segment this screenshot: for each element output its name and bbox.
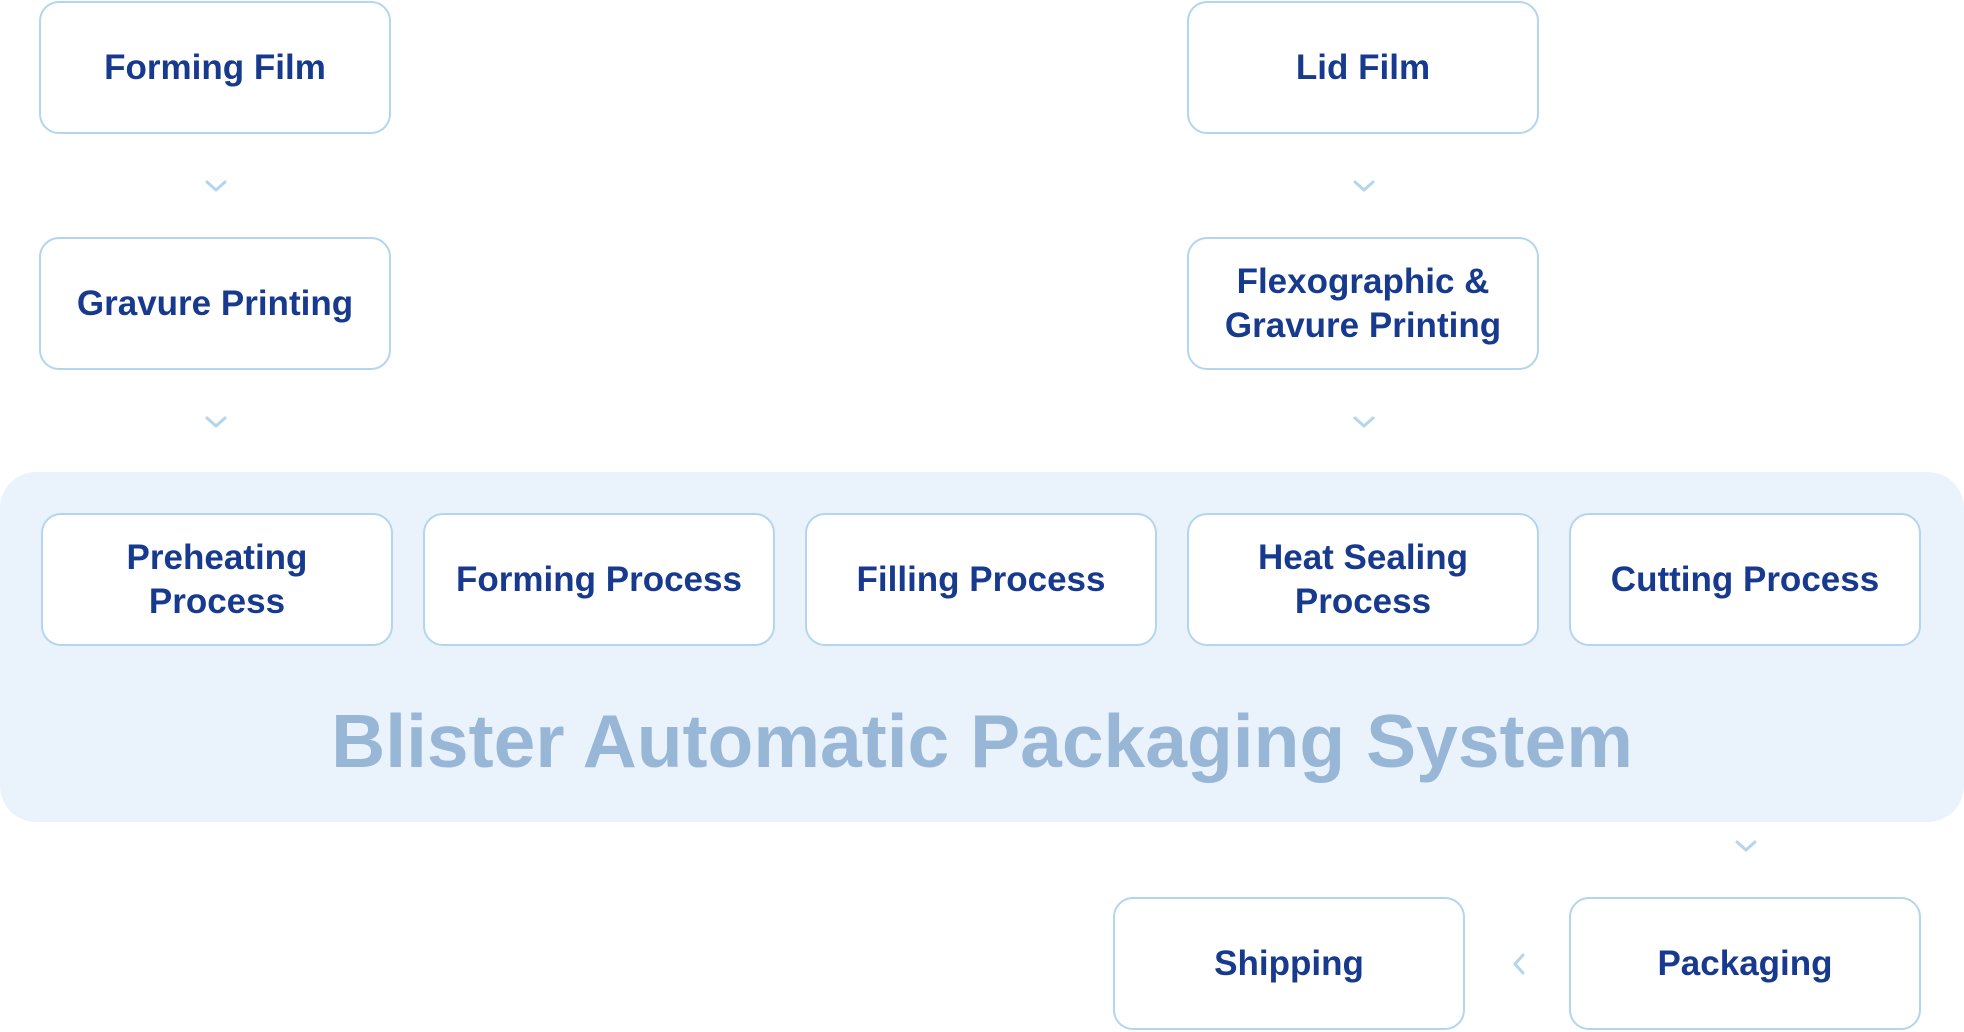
- panel-title: Blister Automatic Packaging System: [331, 699, 1633, 783]
- node-label: Cutting Process: [1610, 559, 1880, 599]
- node-label: Shipping: [1214, 943, 1364, 983]
- node-shipping: Shipping: [1113, 897, 1465, 1030]
- node-label: Gravure Printing: [76, 283, 354, 323]
- node-label: Packaging: [1657, 943, 1833, 983]
- node-filling-process: Filling Process: [805, 513, 1157, 646]
- node-heat-sealing-process: Heat Sealing Process: [1187, 513, 1539, 646]
- chevron-down-icon: [202, 408, 230, 436]
- node-label: Filling Process: [856, 559, 1106, 599]
- node-label: Flexographic & Gravure Printing: [1224, 261, 1502, 345]
- chevron-down-icon: [202, 172, 230, 200]
- node-gravure-printing: Gravure Printing: [39, 237, 391, 370]
- chevron-left-icon: [1505, 950, 1533, 978]
- node-cutting-process: Cutting Process: [1569, 513, 1921, 646]
- node-label: Forming Film: [104, 47, 326, 87]
- node-forming-process: Forming Process: [423, 513, 775, 646]
- node-label: Lid Film: [1295, 47, 1431, 87]
- chevron-down-icon: [1732, 832, 1760, 860]
- node-lid-film: Lid Film: [1187, 1, 1539, 134]
- chevron-down-icon: [1350, 172, 1378, 200]
- node-packaging: Packaging: [1569, 897, 1921, 1030]
- node-label: Heat Sealing Process: [1257, 537, 1469, 621]
- node-forming-film: Forming Film: [39, 1, 391, 134]
- node-label: Forming Process: [456, 559, 742, 599]
- node-flexographic-gravure-printing: Flexographic & Gravure Printing: [1187, 237, 1539, 370]
- chevron-down-icon: [1350, 408, 1378, 436]
- node-label: Preheating Process: [126, 537, 308, 621]
- node-preheating-process: Preheating Process: [41, 513, 393, 646]
